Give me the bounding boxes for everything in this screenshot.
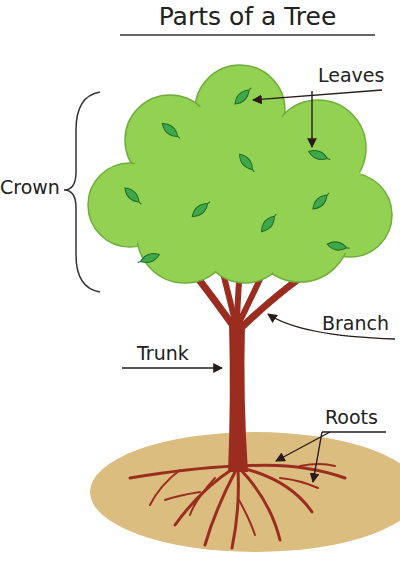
title-underline [120,34,375,36]
part-label: Roots [325,406,378,428]
crown-brace [64,92,100,292]
part-label: Leaves [318,64,384,86]
part-label: Crown [0,176,60,198]
leaves-drawing [122,85,350,266]
part-label: Trunk [137,342,189,364]
diagram-title: Parts of a Tree [110,2,385,31]
crown-fill [97,78,383,279]
trunk-drawing [228,322,248,472]
leader-lines [122,90,395,482]
crown-drawing [88,65,392,283]
part-label: Branch [322,312,389,334]
roots-drawing [130,464,345,548]
